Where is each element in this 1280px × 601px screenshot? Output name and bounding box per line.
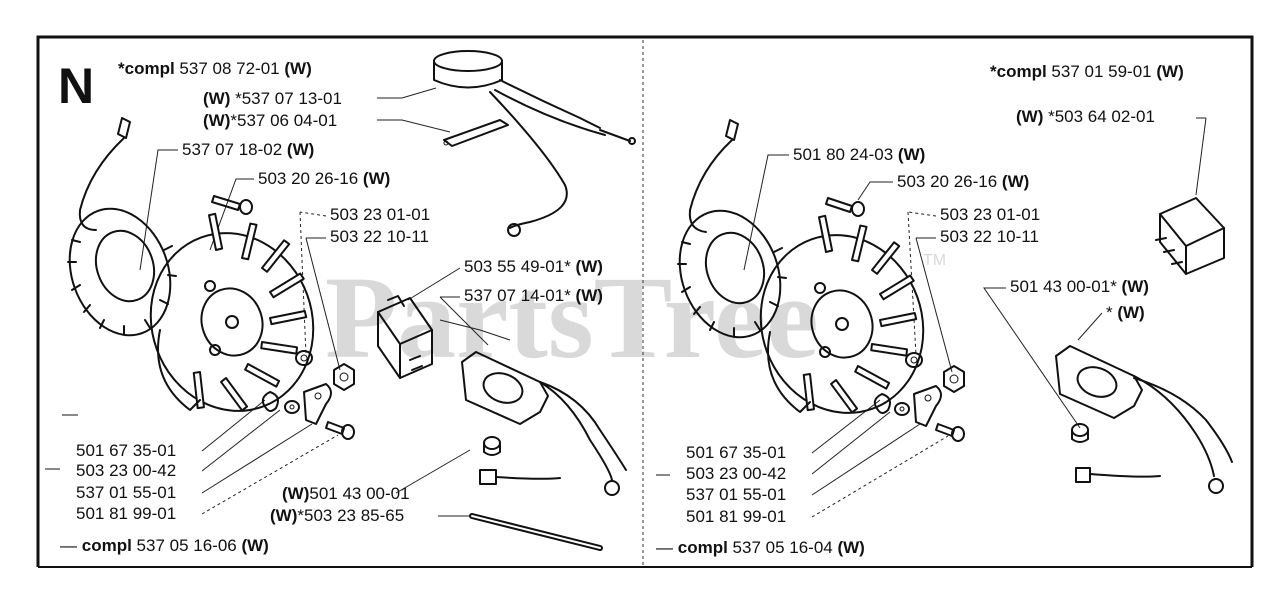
screw-icon xyxy=(211,195,253,215)
left-part-label: 537 07 18-02 (W) xyxy=(182,140,314,159)
coil-icon-right xyxy=(677,119,787,339)
left-leader-lines xyxy=(139,87,511,517)
screw-icon-right xyxy=(825,197,865,217)
right-part-label: 501 43 00-01* (W) xyxy=(1010,277,1149,296)
left-part-label: 537 07 14-01* (W) xyxy=(464,286,603,305)
washer-icon-right xyxy=(905,352,923,368)
left-part-label: 503 55 49-01* (W) xyxy=(464,257,603,276)
left-part-label: 503 23 00-42 xyxy=(76,461,176,480)
watermark-text: PartsTree xyxy=(325,252,819,383)
left-part-label: 503 20 26-16 (W) xyxy=(258,169,390,188)
left-part-label: (W)501 43 00-01 xyxy=(282,484,410,503)
left-compl-bottom: — compl 537 05 16-06 (W) xyxy=(60,536,269,555)
right-compl-top-number: 537 01 59-01 xyxy=(1051,62,1151,81)
terminal-icon-right xyxy=(1075,467,1161,483)
right-part-label: 501 80 24-03 (W) xyxy=(793,145,925,164)
right-part-label: (W) *503 64 02-01 xyxy=(1016,107,1155,126)
gasket-icon xyxy=(461,351,627,496)
left-compl-top-prefix: *compl xyxy=(118,59,175,78)
left-part-label: 503 22 10-11 xyxy=(330,227,429,246)
pawl-screw-icon xyxy=(325,421,355,440)
left-part-label: 501 81 99-01 xyxy=(76,504,176,523)
grommet-icon-right xyxy=(1071,423,1089,443)
section-letter: N xyxy=(58,58,94,114)
watermark-trademark: TM xyxy=(923,252,946,269)
grommet-icon xyxy=(483,436,501,456)
right-part-label: * (W) xyxy=(1106,303,1145,322)
washer-icon xyxy=(295,350,313,366)
right-compl-top-suffix: (W) xyxy=(1156,62,1183,81)
left-compl-bottom-number: 537 05 16-06 xyxy=(137,536,237,555)
terminal-icon xyxy=(479,469,561,485)
spring-icon-right xyxy=(873,393,891,414)
left-compl-bottom-prefix: compl xyxy=(82,536,132,555)
gasket-icon-right xyxy=(1055,345,1233,494)
flywheel-fan-icon xyxy=(149,212,315,415)
left-part-label: (W)*503 23 85-65 xyxy=(270,506,404,525)
bracket-icon xyxy=(443,119,509,147)
right-part-label: 503 23 01-01 xyxy=(940,205,1040,224)
diagram-frame xyxy=(36,35,1254,568)
coil-icon xyxy=(67,117,177,337)
left-compl-top-number: 537 08 72-01 xyxy=(179,59,279,78)
left-part-label: (W)*537 06 04-01 xyxy=(203,111,337,130)
right-part-label: 501 67 35-01 xyxy=(686,443,786,462)
left-compl-top-suffix: (W) xyxy=(284,59,311,78)
pawl-icon-right xyxy=(913,385,942,427)
right-compl-bottom: — compl 537 05 16-04 (W) xyxy=(656,538,865,557)
spring-icon xyxy=(261,391,279,412)
ignition-module-icon xyxy=(433,50,636,237)
left-compl-bottom-suffix: (W) xyxy=(241,536,268,555)
left-part-label: 501 67 35-01 xyxy=(76,441,176,460)
right-part-label: 537 01 55-01 xyxy=(686,485,786,504)
left-panel: N *compl 537 08 72-01 (W) — compl 537 05… xyxy=(45,50,636,555)
right-part-label: 503 20 26-16 (W) xyxy=(897,172,1029,191)
right-compl-bottom-suffix: (W) xyxy=(837,538,864,557)
right-part-label: 503 22 10-11 xyxy=(940,227,1039,246)
pawl-washer-icon-right xyxy=(894,402,910,416)
tube-icon xyxy=(469,513,603,551)
right-panel: *compl 537 01 59-01 (W) — compl 537 05 1… xyxy=(656,62,1233,557)
right-compl-top: *compl 537 01 59-01 (W) xyxy=(990,62,1184,81)
flywheel-fan-icon-right xyxy=(759,214,925,417)
right-compl-bottom-prefix: compl xyxy=(678,538,728,557)
switch-icon xyxy=(377,295,433,379)
watermark: PartsTree TM xyxy=(325,252,946,383)
right-leader-lines xyxy=(743,117,1207,518)
right-compl-bottom-number: 537 05 16-04 xyxy=(733,538,833,557)
pawl-screw-icon-right xyxy=(935,423,965,442)
left-part-label: 537 01 55-01 xyxy=(76,483,176,502)
pawl-icon xyxy=(303,383,332,425)
left-part-label: 503 23 01-01 xyxy=(330,205,430,224)
pawl-washer-icon xyxy=(284,400,300,414)
left-compl-top: *compl 537 08 72-01 (W) xyxy=(118,59,312,78)
left-part-label: (W) *537 07 13-01 xyxy=(203,89,342,108)
switch-icon-right xyxy=(1155,197,1225,275)
nut-icon-right xyxy=(943,365,965,393)
right-part-label: 503 23 00-42 xyxy=(686,464,786,483)
right-part-label: 501 81 99-01 xyxy=(686,507,786,526)
right-compl-top-prefix: *compl xyxy=(990,62,1047,81)
nut-icon xyxy=(333,363,355,391)
